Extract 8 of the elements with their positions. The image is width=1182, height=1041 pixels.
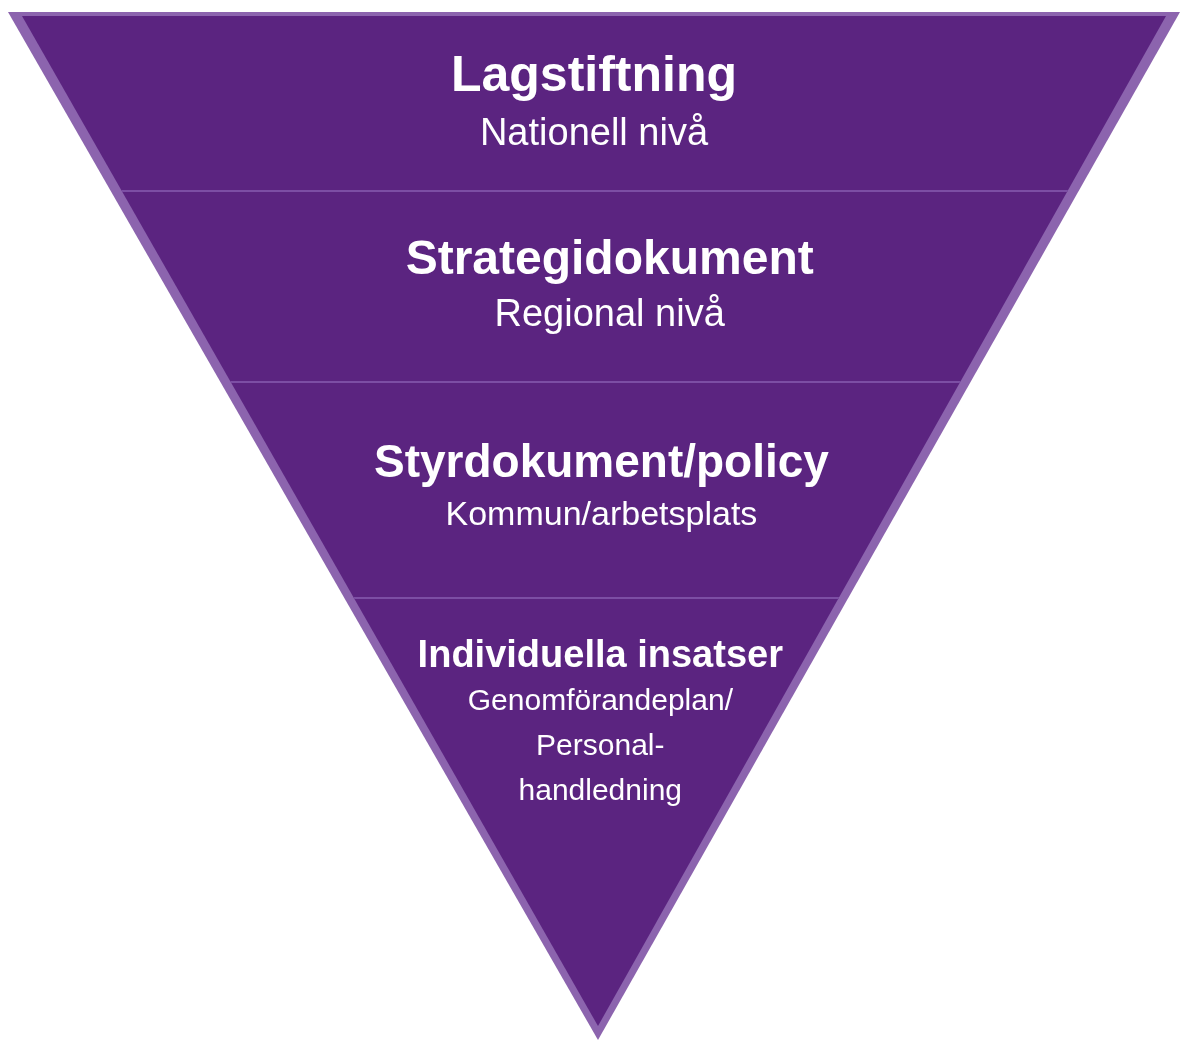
band-title: Individuella insatser xyxy=(417,633,783,677)
band-title: Styrdokument/policy xyxy=(373,435,829,488)
band-subtitle: Kommun/arbetsplats xyxy=(445,492,758,534)
band-subtitle: Regional nivå xyxy=(494,291,725,337)
band-title: Lagstiftning xyxy=(450,46,738,104)
band-subtitle: Genomförandeplan/ Personal- handledning xyxy=(467,681,733,808)
band-subtitle: Nationell nivå xyxy=(479,109,709,155)
band-title: Strategidokument xyxy=(405,230,814,286)
